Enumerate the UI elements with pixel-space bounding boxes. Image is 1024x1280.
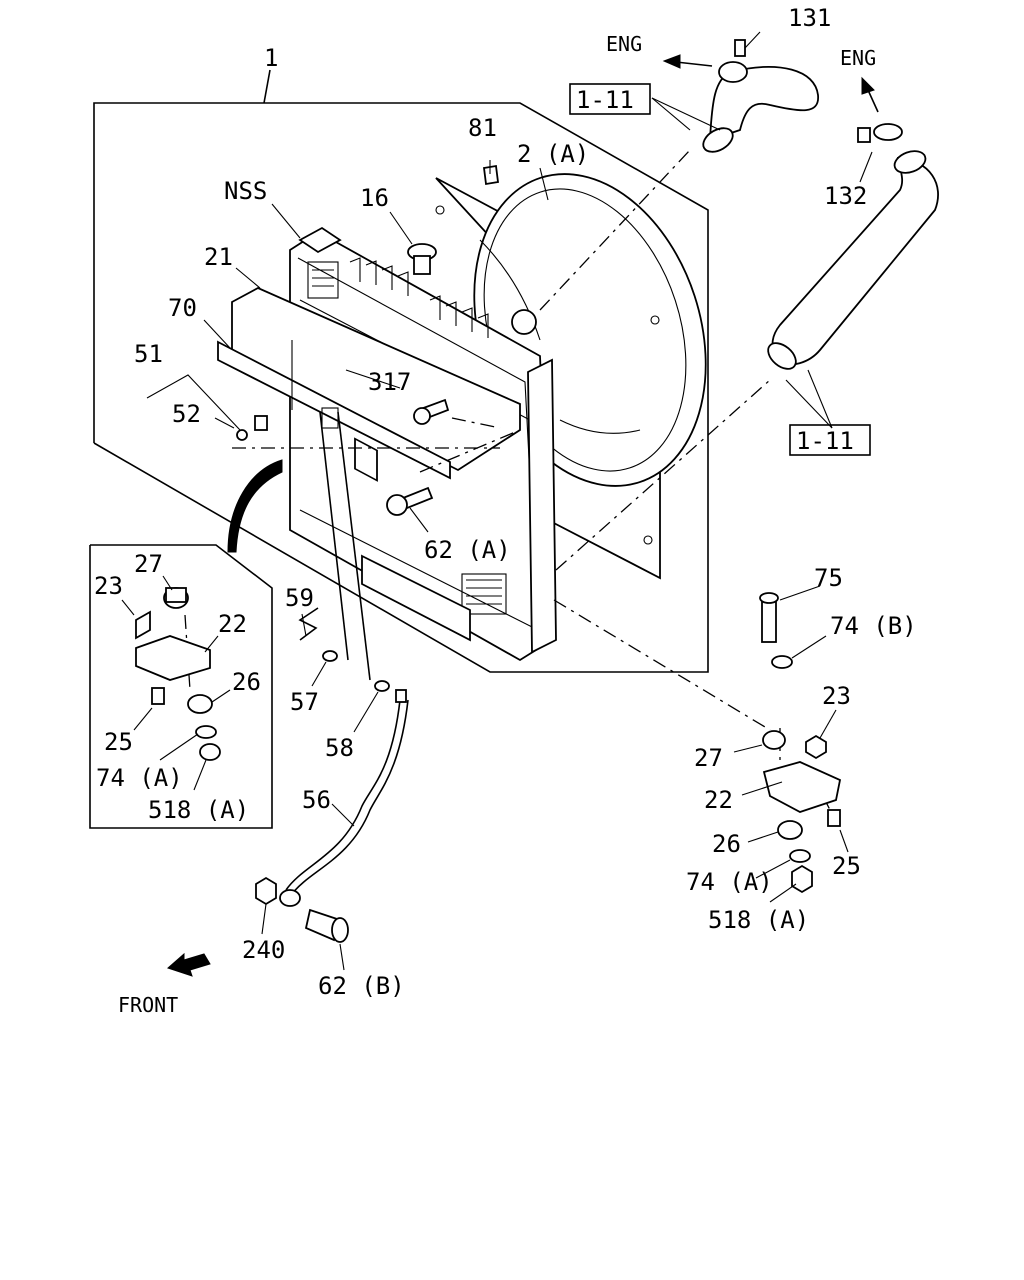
- upper-hose-131: [702, 39, 819, 153]
- ref-box-right: [789, 424, 871, 456]
- support-rod-56: [279, 689, 409, 907]
- label-inset-518a: 518 (A): [148, 796, 249, 824]
- lower-hose-132: [767, 123, 939, 370]
- label-r-23: 23: [822, 682, 851, 710]
- label-ref-right: 1-11: [796, 427, 854, 455]
- arrow-eng-left-icon: [662, 54, 713, 69]
- label-r-518a: 518 (A): [708, 906, 809, 934]
- label-washer-74b: 74 (B): [830, 612, 917, 640]
- strap-lines: [298, 411, 390, 692]
- label-assembly: 1: [264, 44, 278, 72]
- ref-box-top: [569, 83, 651, 115]
- pointer-lines: [121, 31, 873, 971]
- label-nss: NSS: [224, 177, 267, 205]
- label-front: FRONT: [118, 993, 178, 1017]
- deflector-panel: [217, 286, 521, 480]
- arrow-eng-right-icon: [861, 76, 879, 113]
- label-eng-right: ENG: [840, 46, 876, 70]
- label-rod-56: 56: [302, 786, 331, 814]
- label-washer-58: 58: [325, 734, 354, 762]
- label-group-51: 51: [134, 340, 163, 368]
- label-r-26: 26: [712, 830, 741, 858]
- nut-240-shape: [255, 876, 277, 906]
- label-r-25: 25: [832, 852, 861, 880]
- label-bolt-75: 75: [814, 564, 843, 592]
- arrow-front-icon: [167, 952, 211, 977]
- bolt-52-shape: [236, 415, 268, 441]
- bolt-317-shape: [413, 398, 450, 425]
- label-deflector: 70: [168, 294, 197, 322]
- label-ref-top: 1-11: [576, 86, 634, 114]
- bolt-62b-shape: [304, 908, 349, 943]
- label-washer-57: 57: [290, 688, 319, 716]
- label-bolt-62b: 62 (B): [318, 972, 405, 1000]
- label-clip-59: 59: [285, 584, 314, 612]
- assembly-frame: [93, 69, 709, 673]
- label-fan-shroud: 2 (A): [517, 140, 589, 168]
- screw-81-shape: [482, 164, 500, 186]
- inset-frame: [89, 459, 283, 829]
- label-nut-240: 240: [242, 936, 285, 964]
- label-r-22: 22: [704, 786, 733, 814]
- label-r-27: 27: [694, 744, 723, 772]
- label-hose-131: 131: [788, 4, 831, 32]
- bolt-62a-shape: [386, 486, 434, 516]
- label-r-74a: 74 (A): [686, 868, 773, 896]
- label-inset-25: 25: [104, 728, 133, 756]
- label-inset-26: 26: [232, 668, 261, 696]
- label-eng-left: ENG: [606, 32, 642, 56]
- label-bolt-317: 317: [368, 368, 411, 396]
- label-inset-23: 23: [94, 572, 123, 600]
- label-bolt-62a: 62 (A): [424, 536, 511, 564]
- inset-parts: [135, 587, 221, 761]
- label-inset-74a: 74 (A): [96, 764, 183, 792]
- right-mount-parts: [759, 592, 842, 894]
- label-inset-22: 22: [218, 610, 247, 638]
- label-screw-81: 81: [468, 114, 497, 142]
- label-inset-27: 27: [134, 550, 163, 578]
- label-cap: 16: [360, 184, 389, 212]
- label-bolt-52: 52: [172, 400, 201, 428]
- label-tank: 21: [204, 243, 233, 271]
- label-hose-132: 132: [824, 182, 867, 210]
